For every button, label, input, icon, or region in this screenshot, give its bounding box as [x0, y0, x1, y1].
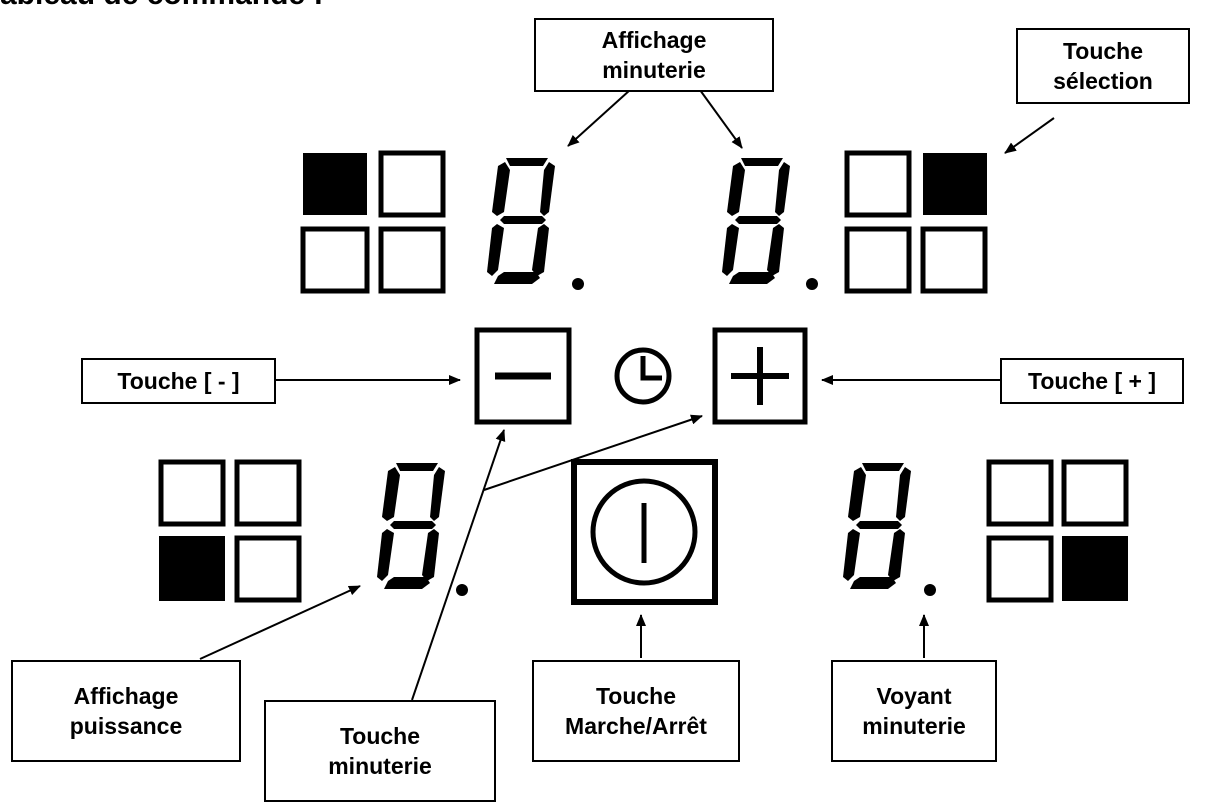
power-digit-display-left — [377, 463, 468, 596]
power-digit-display-right — [843, 463, 936, 596]
zone-selector-top-left[interactable] — [300, 150, 446, 294]
minus-button[interactable] — [474, 327, 572, 425]
clock-icon — [614, 347, 672, 405]
decimal-point — [456, 584, 468, 596]
label-on-off-key: Touche Marche/Arrêt — [532, 660, 740, 762]
decimal-point — [806, 278, 818, 290]
plus-button[interactable] — [712, 327, 808, 425]
zone-selector-bottom-left[interactable] — [158, 459, 302, 603]
label-timer-key: Touche minuterie — [264, 700, 496, 802]
power-icon — [590, 478, 698, 586]
timer-digit-display-left — [487, 158, 584, 290]
label-timer-light: Voyant minuterie — [831, 660, 997, 762]
label-timer-display: Affichage minuterie — [534, 18, 774, 92]
label-select-key: Touche sélection — [1016, 28, 1190, 104]
label-power-display: Affichage puissance — [11, 660, 241, 762]
timer-indicator-light — [924, 584, 936, 596]
on-off-button[interactable] — [571, 459, 718, 605]
label-plus-key: Touche [ + ] — [1000, 358, 1184, 404]
decimal-point — [572, 278, 584, 290]
callout-arrows — [199, 89, 1055, 701]
timer-digit-display-right — [722, 158, 818, 290]
label-minus-key: Touche [ - ] — [81, 358, 276, 404]
zone-selector-top-right[interactable] — [844, 150, 988, 294]
panel-heading: ableau de commande : — [0, 0, 323, 12]
zone-selector-bottom-right[interactable] — [986, 459, 1129, 603]
